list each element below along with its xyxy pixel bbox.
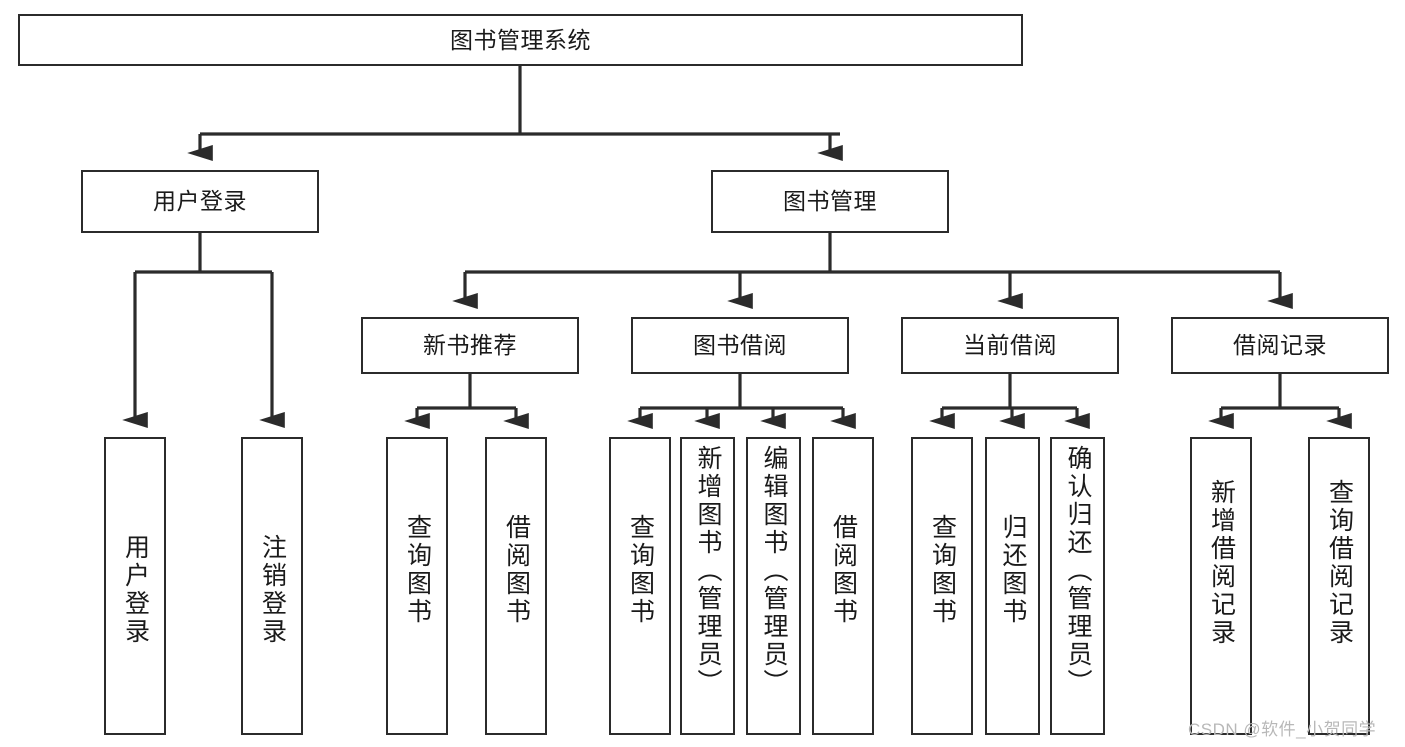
node-leaf-user-login-label: 用户登录 (121, 534, 150, 646)
node-book-borrow-label: 图书借阅 (693, 332, 787, 359)
node-leaf-query-book-cur[interactable]: 查询图书 (911, 437, 973, 735)
node-leaf-add-record-label: 新增借阅记录 (1207, 479, 1236, 647)
node-book-borrow[interactable]: 图书借阅 (631, 317, 849, 374)
node-leaf-query-book-borrow[interactable]: 查询图书 (609, 437, 671, 735)
node-leaf-query-book-rec[interactable]: 查询图书 (386, 437, 448, 735)
node-borrow-record-label: 借阅记录 (1233, 332, 1327, 359)
node-leaf-edit-book[interactable]: 编辑图书（管理员） (746, 437, 801, 735)
node-leaf-add-book[interactable]: 新增图书（管理员） (680, 437, 735, 735)
node-leaf-logout[interactable]: 注销登录 (241, 437, 303, 735)
node-leaf-query-record-label: 查询借阅记录 (1325, 479, 1354, 647)
node-new-book-recommend-label: 新书推荐 (423, 332, 517, 359)
node-leaf-borrow-book-rec[interactable]: 借阅图书 (485, 437, 547, 735)
node-leaf-logout-label: 注销登录 (258, 534, 287, 646)
node-leaf-query-record[interactable]: 查询借阅记录 (1308, 437, 1370, 735)
node-leaf-borrow-book-label: 借阅图书 (829, 514, 858, 626)
node-leaf-query-book-rec-label: 查询图书 (403, 514, 432, 626)
node-current-borrow-label: 当前借阅 (963, 332, 1057, 359)
node-book-manage[interactable]: 图书管理 (711, 170, 949, 233)
node-leaf-add-record[interactable]: 新增借阅记录 (1190, 437, 1252, 735)
node-root-label: 图书管理系统 (450, 26, 591, 53)
node-root[interactable]: 图书管理系统 (18, 14, 1023, 66)
node-leaf-return-book-label: 归还图书 (999, 514, 1027, 626)
node-current-borrow[interactable]: 当前借阅 (901, 317, 1119, 374)
node-leaf-add-book-label: 新增图书（管理员） (694, 445, 722, 697)
node-user-login[interactable]: 用户登录 (81, 170, 319, 233)
node-new-book-recommend[interactable]: 新书推荐 (361, 317, 579, 374)
node-leaf-return-book[interactable]: 归还图书 (985, 437, 1040, 735)
node-leaf-borrow-book-rec-label: 借阅图书 (502, 514, 531, 626)
node-leaf-confirm-return[interactable]: 确认归还（管理员） (1050, 437, 1105, 735)
node-book-manage-label: 图书管理 (783, 188, 877, 215)
node-leaf-query-book-cur-label: 查询图书 (928, 514, 957, 626)
csdn-watermark: CSDN @软件_小贺同学 (1188, 720, 1377, 739)
node-leaf-confirm-return-label: 确认归还（管理员） (1064, 445, 1092, 697)
node-leaf-borrow-book[interactable]: 借阅图书 (812, 437, 874, 735)
node-leaf-user-login[interactable]: 用户登录 (104, 437, 166, 735)
node-user-login-label: 用户登录 (153, 188, 247, 215)
node-leaf-query-book-borrow-label: 查询图书 (626, 514, 655, 626)
node-leaf-edit-book-label: 编辑图书（管理员） (760, 445, 788, 697)
node-borrow-record[interactable]: 借阅记录 (1171, 317, 1389, 374)
